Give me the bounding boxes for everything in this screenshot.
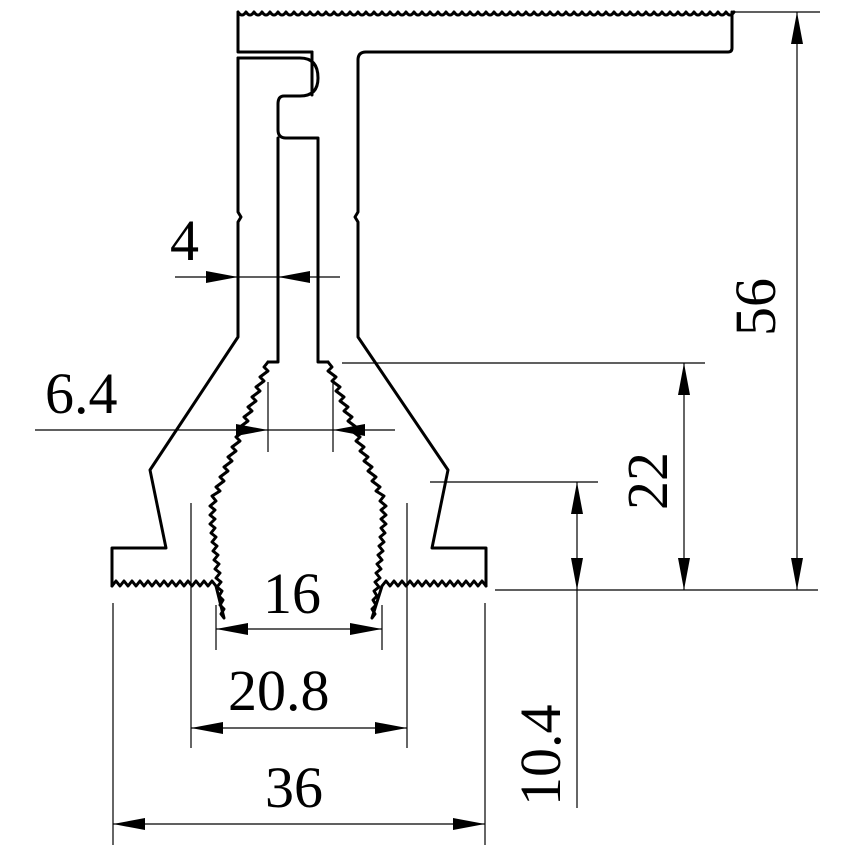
dim-label-inner-width: 16 <box>263 561 321 626</box>
dim-label-thread-width: 20.8 <box>228 658 330 723</box>
arrow-right-icon <box>453 818 485 830</box>
dimension-labels: 4 6.4 16 20.8 36 56 22 10.4 <box>45 208 788 820</box>
arrow-down-icon <box>791 558 803 590</box>
arrow-left-icon <box>191 722 223 734</box>
right-thread <box>326 360 388 620</box>
arrow-down-icon <box>678 558 690 590</box>
dimension-lines <box>35 11 820 845</box>
left-wall-hook <box>236 50 330 364</box>
arrow-up-icon <box>678 363 690 395</box>
profile-outline <box>110 10 736 620</box>
left-outer-wall <box>110 56 243 588</box>
dim-label-overall-height: 56 <box>723 278 788 336</box>
arrow-left-icon <box>278 271 310 283</box>
dim-label-lower-height: 10.4 <box>508 705 573 807</box>
arrow-up-icon <box>791 12 803 44</box>
dim-label-neck-width: 6.4 <box>45 361 118 426</box>
arrow-up-icon <box>571 482 583 514</box>
bottom-left-serration <box>110 579 218 588</box>
arrow-left-icon <box>333 424 365 436</box>
arrow-right-icon <box>236 424 268 436</box>
dim-label-cone-height: 22 <box>615 452 680 510</box>
dim-label-base-width: 36 <box>265 755 323 820</box>
arrow-left-icon <box>113 818 145 830</box>
arrow-right-icon <box>206 271 238 283</box>
inner-stem <box>266 136 280 364</box>
arrow-right-icon <box>375 722 407 734</box>
arrow-right-icon <box>350 623 382 635</box>
top-flange <box>236 10 736 62</box>
arrow-down-icon <box>571 558 583 590</box>
arrow-left-icon <box>216 623 248 635</box>
right-outer-wall <box>353 58 488 588</box>
left-thread <box>208 360 270 620</box>
bottom-right-serration <box>380 579 488 588</box>
dim-label-stem-width: 4 <box>170 208 199 273</box>
